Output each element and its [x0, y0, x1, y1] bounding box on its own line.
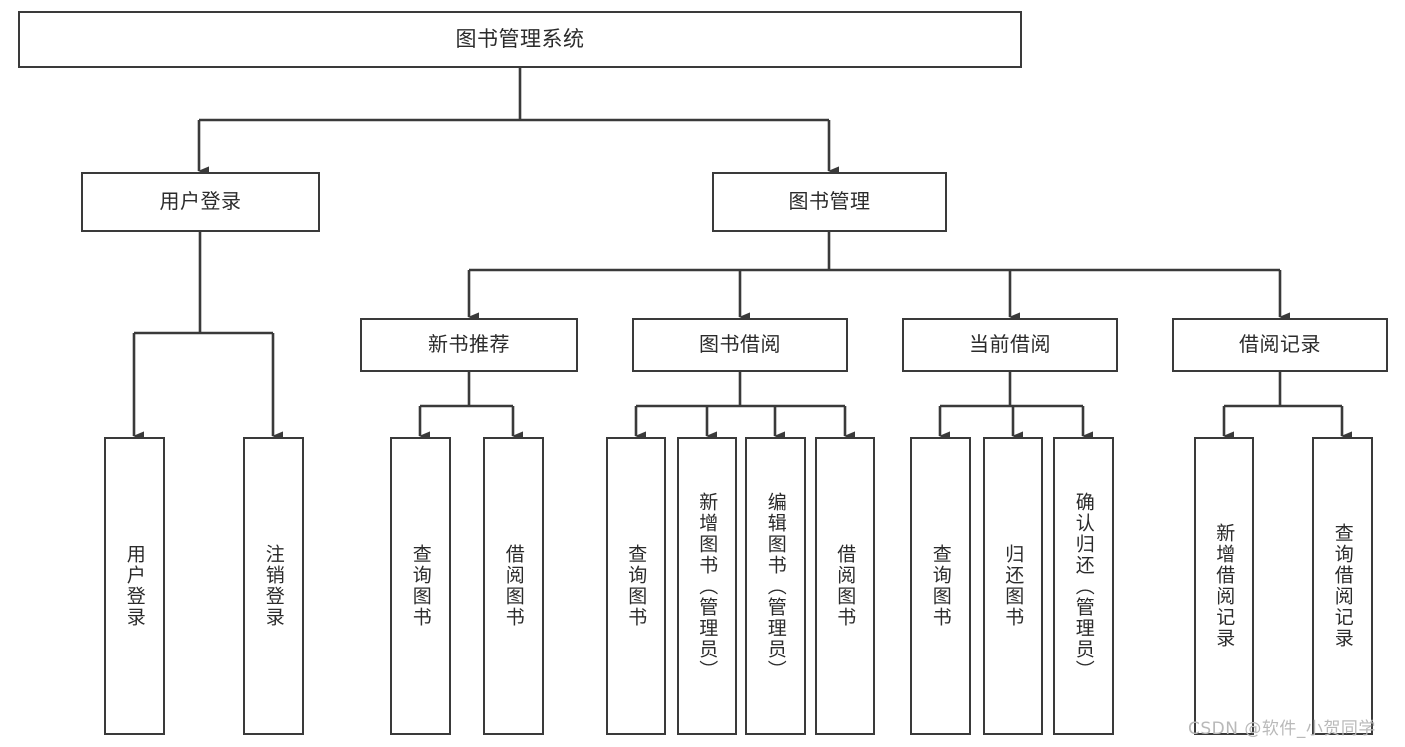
node-leaf-4[interactable]: 查询图书: [606, 437, 666, 735]
node-leaf-1-label: 注销登录: [262, 544, 285, 628]
node-level2-1-label: 图书借阅: [699, 332, 781, 357]
node-leaf-3-label: 借阅图书: [502, 544, 525, 628]
node-leaf-2-label: 查询图书: [409, 544, 432, 628]
node-leaf-5-label: 新增图书（管理员）: [696, 491, 719, 681]
node-leaf-0[interactable]: 用户登录: [104, 437, 165, 735]
node-level2-0[interactable]: 新书推荐: [360, 318, 578, 372]
node-level1-0[interactable]: 用户登录: [81, 172, 320, 232]
node-leaf-9-label: 归还图书: [1002, 544, 1025, 628]
watermark-text: CSDN @软件_小贺同学: [1188, 719, 1376, 739]
node-leaf-6-label: 编辑图书（管理员）: [764, 491, 787, 681]
node-leaf-2[interactable]: 查询图书: [390, 437, 451, 735]
node-level2-2[interactable]: 当前借阅: [902, 318, 1118, 372]
node-leaf-12[interactable]: 查询借阅记录: [1312, 437, 1373, 735]
node-level2-0-label: 新书推荐: [428, 332, 510, 357]
node-leaf-8[interactable]: 查询图书: [910, 437, 971, 735]
node-level2-2-label: 当前借阅: [969, 332, 1051, 357]
node-leaf-11[interactable]: 新增借阅记录: [1194, 437, 1254, 735]
node-leaf-5[interactable]: 新增图书（管理员）: [677, 437, 737, 735]
node-level1-1-label: 图书管理: [788, 189, 871, 214]
node-level1-1[interactable]: 图书管理: [712, 172, 947, 232]
node-level2-1[interactable]: 图书借阅: [632, 318, 848, 372]
node-level2-3[interactable]: 借阅记录: [1172, 318, 1388, 372]
node-root-system[interactable]: 图书管理系统: [18, 11, 1022, 68]
node-leaf-10[interactable]: 确认归还（管理员）: [1053, 437, 1114, 735]
node-root-system-label: 图书管理系统: [455, 27, 585, 52]
node-leaf-3[interactable]: 借阅图书: [483, 437, 544, 735]
node-level1-0-label: 用户登录: [159, 189, 242, 214]
node-leaf-8-label: 查询图书: [929, 544, 952, 628]
node-level2-3-label: 借阅记录: [1239, 332, 1321, 357]
node-leaf-0-label: 用户登录: [123, 544, 146, 628]
node-leaf-9[interactable]: 归还图书: [983, 437, 1043, 735]
node-leaf-7-label: 借阅图书: [834, 544, 857, 628]
node-leaf-1[interactable]: 注销登录: [243, 437, 304, 735]
node-leaf-6[interactable]: 编辑图书（管理员）: [745, 437, 806, 735]
node-leaf-7[interactable]: 借阅图书: [815, 437, 875, 735]
node-leaf-12-label: 查询借阅记录: [1331, 523, 1354, 649]
node-leaf-11-label: 新增借阅记录: [1213, 523, 1236, 649]
node-leaf-4-label: 查询图书: [625, 544, 648, 628]
node-leaf-10-label: 确认归还（管理员）: [1072, 491, 1095, 681]
